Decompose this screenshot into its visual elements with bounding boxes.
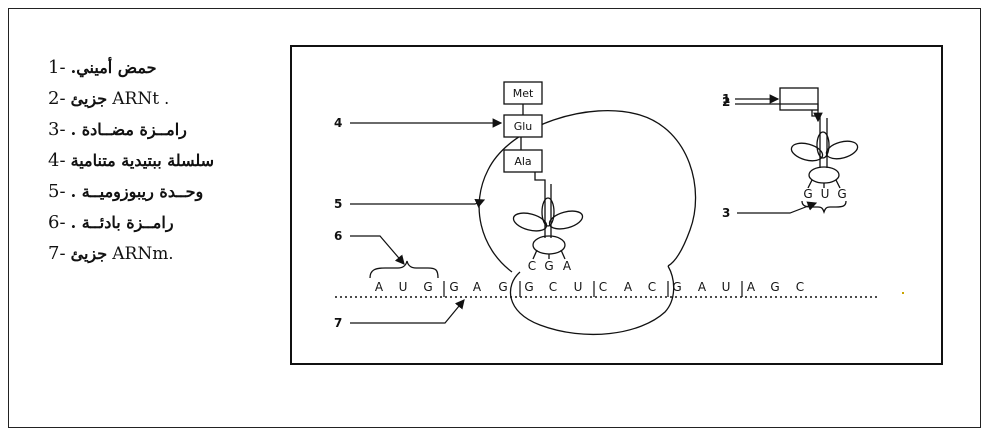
legend-item-5: 5- وحــدة ريبوزوميــة . (48, 176, 280, 207)
mrna-base: A (624, 280, 633, 294)
legend-item-2: 2- جزيئ ARNt . (48, 83, 280, 114)
mrna-base: G (498, 280, 507, 294)
amino-acid-box-glu (503, 114, 543, 138)
mrna-base: C (599, 280, 607, 294)
translation-diagram: A U G G A G G C U C A C G A U A G C Met … (334, 81, 904, 335)
mrna-base: C (796, 280, 804, 294)
pointer-number-1: 1 (722, 92, 730, 106)
mrna-base: U (399, 280, 408, 294)
anticodon-base: C (528, 259, 536, 273)
pointer-number-3: 3 (722, 206, 730, 220)
mrna-base: A (375, 280, 384, 294)
legend-suffix: . (159, 89, 170, 108)
legend-label: وحــدة ريبوزوميــة . (70, 182, 204, 201)
anticodon-base: G (544, 259, 553, 273)
legend-label: حمض أميني. (70, 58, 157, 77)
anticodon-base: G (837, 187, 846, 201)
codon-separators (443, 281, 743, 297)
mrna-base: C (648, 280, 656, 294)
legend-latin-term: ARNm (112, 244, 169, 264)
legend-number: 3- (48, 119, 66, 140)
legend-number: 7- (48, 243, 66, 264)
amino-acid-box-ala (503, 149, 543, 173)
amino-acid-label: Ala (514, 155, 531, 168)
legend-number: 5- (48, 181, 66, 202)
amino-acid-box-free (779, 87, 819, 111)
mrna-base: U (574, 280, 583, 294)
legend: 1- حمض أميني. 2- جزيئ ARNt . 3- رامــزة … (48, 52, 280, 269)
legend-item-7: 7- جزيئ ARNm. (48, 238, 280, 269)
trna-bound (512, 172, 584, 260)
start-codon-brace (369, 260, 439, 279)
legend-number: 6- (48, 212, 66, 233)
mrna-base: G (770, 280, 779, 294)
pointer-number-5: 5 (334, 197, 342, 211)
anticodon-base: G (803, 187, 812, 201)
legend-label: جزيئ (70, 244, 108, 263)
legend-number: 1- (48, 57, 66, 78)
pointer-number-6: 6 (334, 229, 342, 243)
mrna-base: G (672, 280, 681, 294)
mrna-base: A (473, 280, 482, 294)
legend-label: سلسلة ببتيدية متنامية (70, 151, 215, 170)
legend-latin-term: ARNt (112, 89, 160, 109)
amino-acid-label: Met (513, 87, 534, 100)
translation-diagram-box (290, 45, 943, 365)
anticodon-base: A (563, 259, 572, 273)
legend-item-6: 6- رامــزة بادئــة . (48, 207, 280, 238)
legend-label: رامــزة مضــادة . (70, 120, 187, 139)
pointer-number-7: 7 (334, 316, 342, 330)
legend-suffix: . (168, 244, 174, 263)
trna-free (790, 110, 859, 189)
mrna-base: A (698, 280, 707, 294)
legend-label: رامــزة بادئــة . (70, 213, 174, 232)
pointer-number-2-label: 2 (722, 95, 730, 109)
anticodon-base: U (821, 187, 830, 201)
mrna-base: G (423, 280, 432, 294)
legend-item-4: 4- سلسلة ببتيدية متنامية (48, 145, 280, 176)
legend-item-1: 1- حمض أميني. (48, 52, 280, 83)
amino-acid-label: Glu (514, 120, 533, 133)
mrna-bases: A U G G A G G C U C A C G A U A G C (375, 280, 804, 294)
mrna-base: G (449, 280, 458, 294)
mrna-base: A (747, 280, 756, 294)
mrna-base: U (722, 280, 731, 294)
legend-item-3: 3- رامــزة مضــادة . (48, 114, 280, 145)
pointers (350, 94, 823, 324)
anticodon-brace (801, 200, 847, 215)
pointer-number-4: 4 (334, 116, 342, 130)
legend-number: 4- (48, 150, 66, 171)
mrna-base: G (524, 280, 533, 294)
ribosome-small-subunit (509, 265, 675, 335)
legend-label: جزيئ (70, 89, 108, 108)
mrna-base: C (549, 280, 557, 294)
legend-number: 2- (48, 88, 66, 109)
